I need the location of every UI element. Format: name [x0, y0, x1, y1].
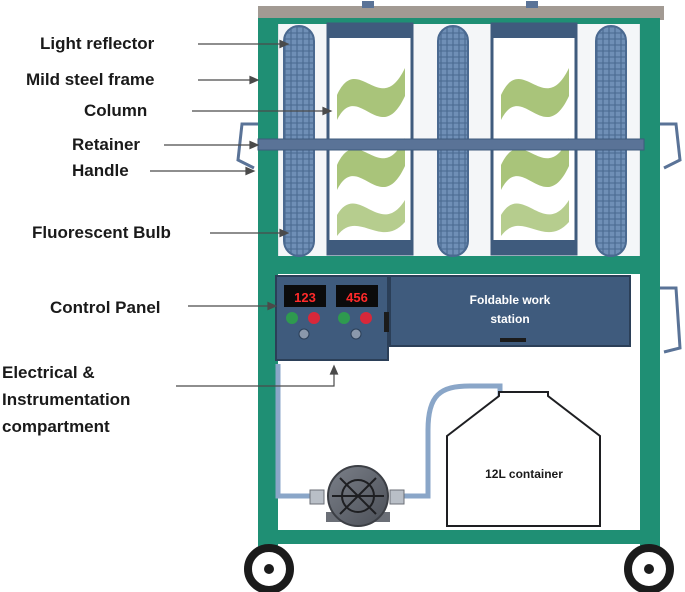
top-knob-left: [362, 1, 374, 8]
label-electrical-line3: compartment: [2, 417, 110, 436]
frame-crossbar-middle: [258, 256, 660, 274]
label-light-reflector: Light reflector: [40, 34, 155, 53]
green-button[interactable]: [286, 312, 298, 324]
handle-right-upper: [660, 122, 682, 170]
work-station-label-line1: Foldable work: [470, 293, 551, 307]
display-2: [336, 285, 378, 307]
wheel-left: [244, 544, 294, 592]
wheel-right: [624, 544, 674, 592]
leader-arrows: [150, 39, 339, 387]
top-knob-right: [526, 1, 538, 8]
culture-wave: [501, 68, 569, 120]
label-mild-steel-frame: Mild steel frame: [26, 70, 155, 89]
red-button[interactable]: [308, 312, 320, 324]
frame-post-right: [640, 18, 660, 552]
label-handle: Handle: [72, 161, 129, 180]
container-12l: [446, 391, 601, 527]
label-electrical-line1: Electrical &: [2, 363, 95, 382]
frame-post-left: [258, 18, 278, 552]
culture-wave: [337, 68, 405, 120]
label-column: Column: [84, 101, 148, 120]
handle-right-lower: [660, 286, 682, 354]
selector-knob[interactable]: [298, 328, 310, 340]
culture-wave: [501, 200, 569, 236]
retainer-bar: [257, 138, 645, 151]
display-1: [284, 285, 326, 307]
panel-latch: [384, 312, 390, 332]
display-1-value: 123: [294, 290, 316, 305]
display-2-value: 456: [346, 290, 368, 305]
label-fluorescent-bulb: Fluorescent Bulb: [32, 223, 171, 242]
culture-wave: [337, 138, 405, 190]
work-station-label-line2: station: [490, 312, 529, 326]
selector-knob[interactable]: [350, 328, 362, 340]
culture-wave: [337, 200, 405, 236]
tubing: [398, 383, 503, 499]
frame-crossbar-top: [258, 18, 660, 24]
culture-wave: [501, 138, 569, 190]
work-station-slot: [500, 338, 526, 342]
pump-outlet: [389, 489, 405, 505]
arrow-electrical-compartment: [176, 372, 335, 387]
handle-left: [236, 122, 258, 170]
pump-impeller-icon: [332, 477, 384, 515]
label-retainer: Retainer: [72, 135, 141, 154]
frame-top-cap: [258, 6, 664, 20]
pump-inlet: [309, 489, 325, 505]
label-control-panel: Control Panel: [50, 298, 161, 317]
tubing: [275, 364, 318, 499]
label-electrical-line2: Instrumentation: [2, 390, 131, 409]
red-button[interactable]: [360, 312, 372, 324]
green-button[interactable]: [338, 312, 350, 324]
frame-crossbar-bottom: [258, 530, 660, 544]
container-label: 12L container: [485, 467, 563, 481]
foldable-work-station[interactable]: [389, 275, 631, 347]
